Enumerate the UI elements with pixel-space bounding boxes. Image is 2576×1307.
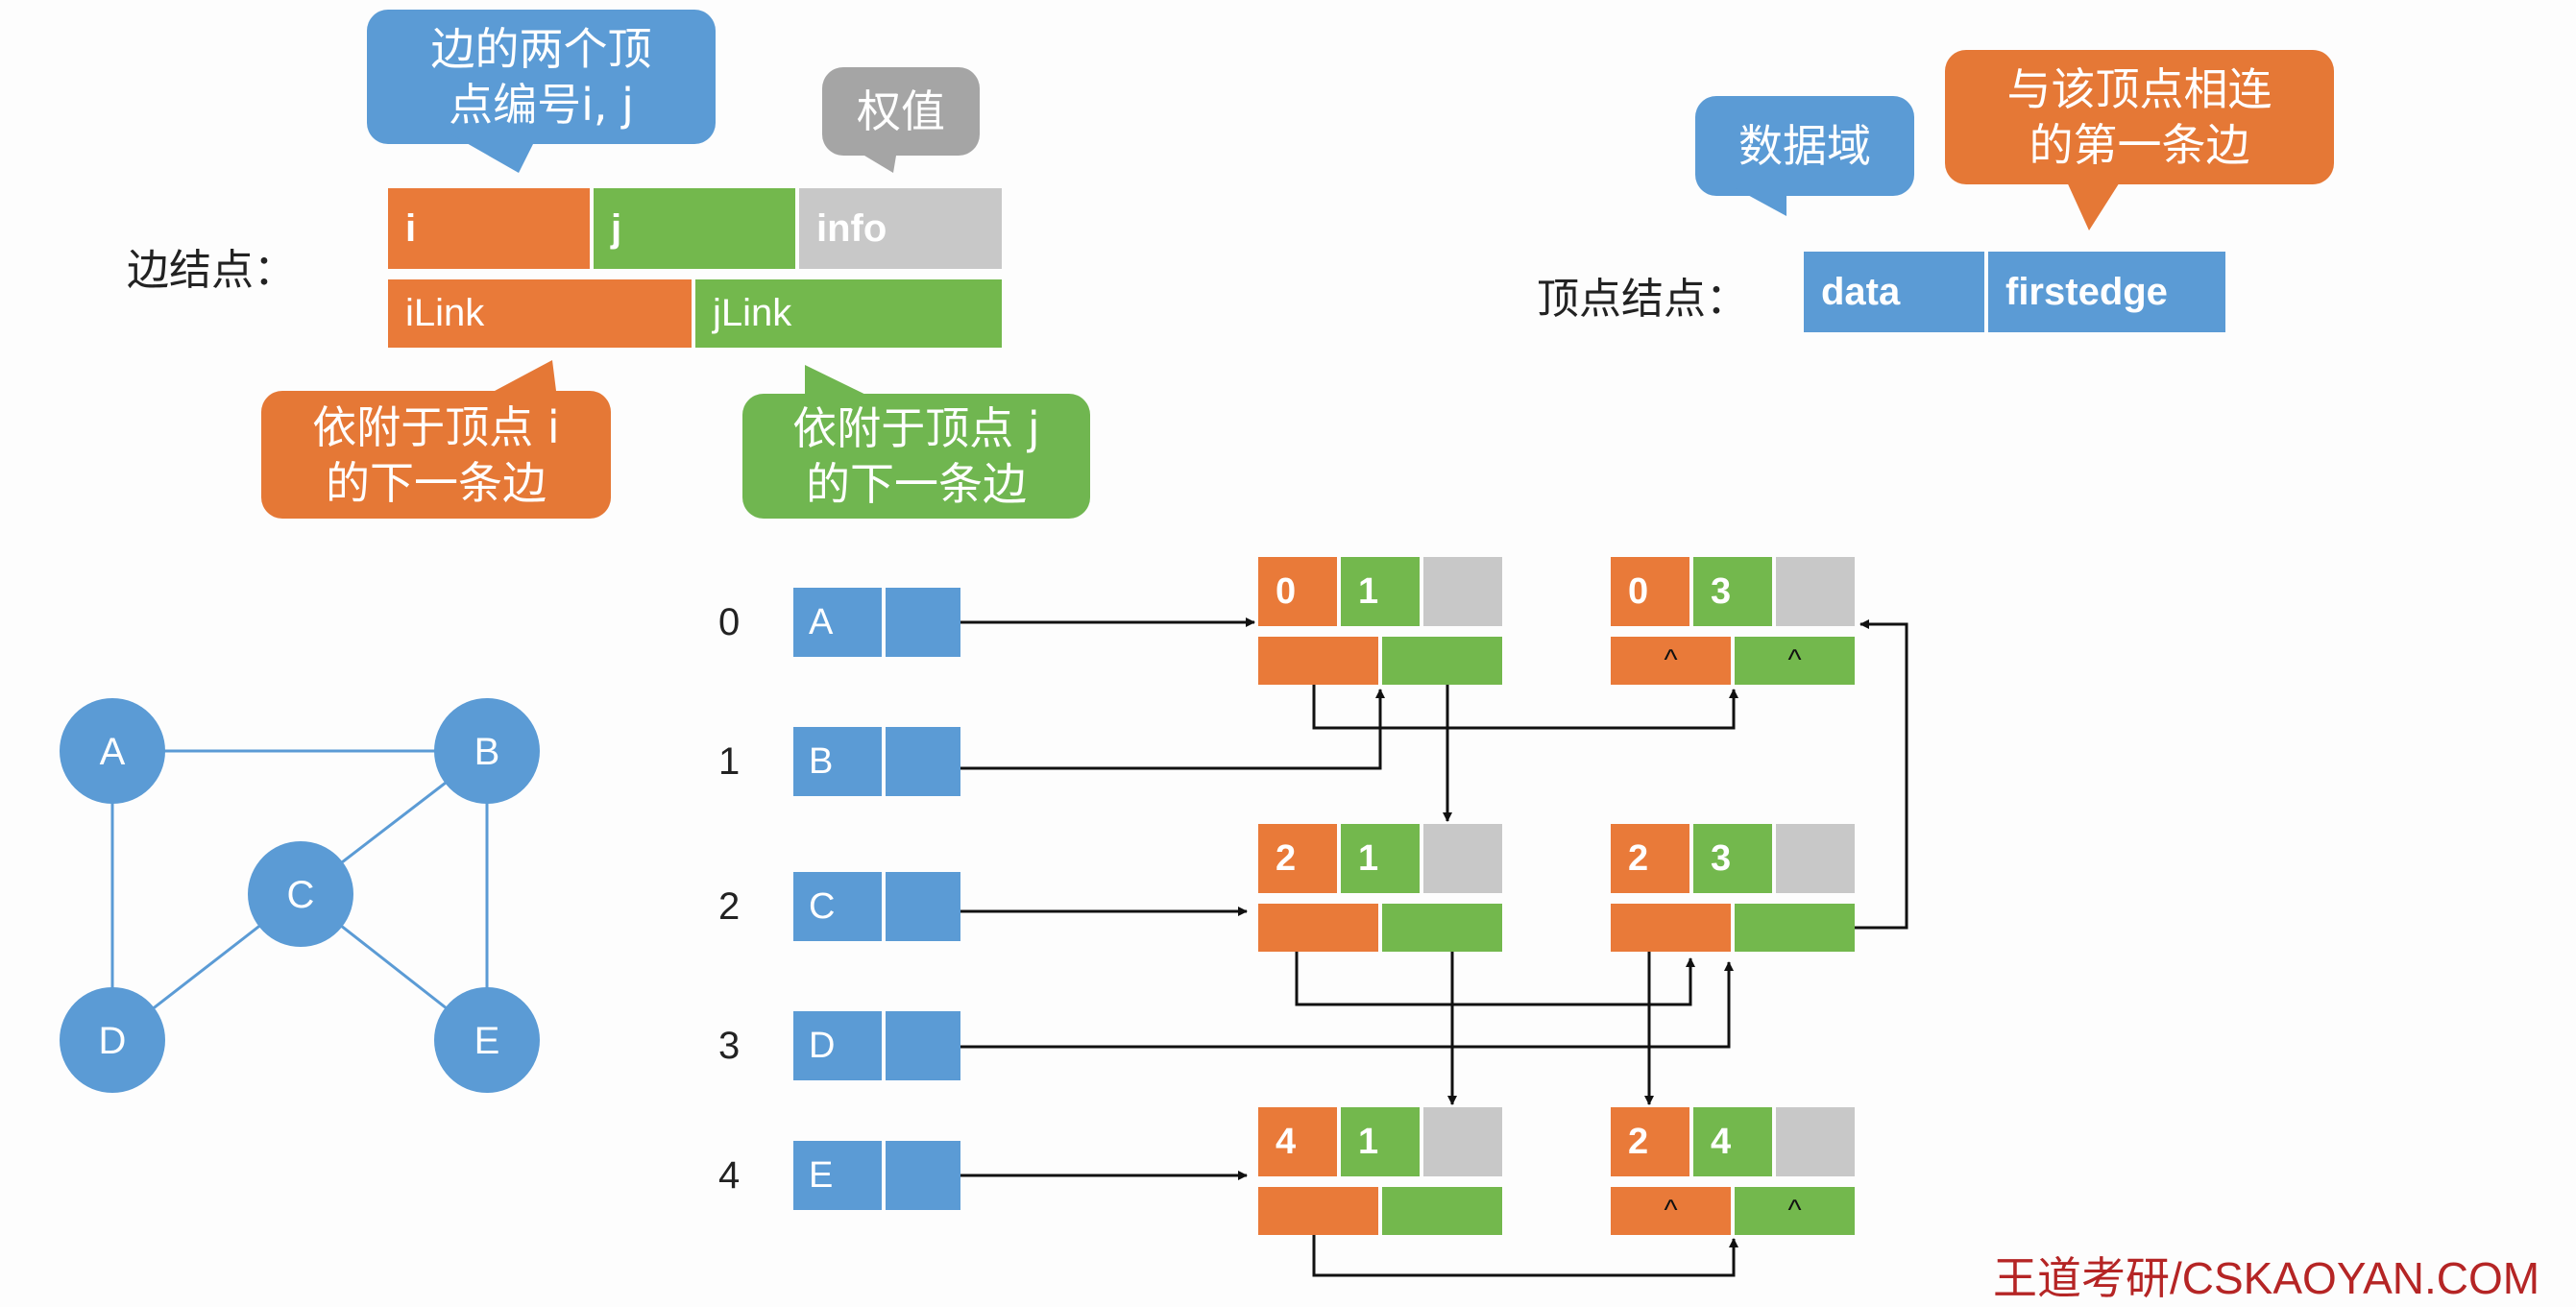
edge-i-cell: 4 [1258, 1107, 1337, 1176]
vertex-data-cell: A [793, 588, 882, 657]
graph-vertex-E: E [434, 987, 540, 1093]
pointer-01-ilink [1312, 682, 1738, 730]
vertex-index: 1 [718, 740, 741, 783]
edge-info-cell [1423, 1107, 1502, 1176]
vertex-index: 4 [718, 1154, 741, 1197]
field-firstedge: firstedge [1988, 252, 2225, 332]
edge-ilink-cell [1258, 904, 1378, 952]
callout-jlink: 依附于顶点 j 的下一条边 [742, 394, 1090, 519]
vertex-data-cell: D [793, 1011, 882, 1080]
edge-ilink-cell [1611, 904, 1731, 952]
vertex-firstedge-cell [886, 1141, 960, 1210]
edge-j-cell: 4 [1693, 1107, 1772, 1176]
pointer-21-ilink [1295, 933, 1695, 1006]
watermark: 王道考研/CSKAOYAN.COM [1993, 1253, 2540, 1303]
pointer-B-first [945, 689, 1385, 770]
edge-i-cell: 0 [1258, 557, 1337, 626]
vertex-firstedge-cell [886, 872, 960, 941]
edge-info-cell [1423, 824, 1502, 893]
callout-data-field: 数据域 [1695, 96, 1914, 196]
vertex-data-cell: E [793, 1141, 882, 1210]
field-ilink: iLink [388, 279, 692, 348]
edge-i-cell: 2 [1611, 1107, 1689, 1176]
edge-j-cell: 1 [1341, 557, 1420, 626]
pointer-41-ilink [1312, 1218, 1738, 1277]
tail-jlink [805, 365, 884, 403]
edge-jlink-cell [1382, 904, 1502, 952]
edge-ilink-cell: ^ [1611, 1187, 1731, 1235]
edge-jlink-cell: ^ [1735, 637, 1855, 685]
field-jlink: jLink [695, 279, 1002, 348]
edge-info-cell [1423, 557, 1502, 626]
callout-weight: 权值 [822, 67, 980, 156]
edge-info-cell [1776, 824, 1855, 893]
graph-vertex-B: B [434, 698, 540, 804]
vertex-data-cell: C [793, 872, 882, 941]
edge-ilink-cell [1258, 637, 1378, 685]
field-data: data [1804, 252, 1984, 332]
edge-jlink-cell [1382, 637, 1502, 685]
svg-text:C: C [287, 874, 315, 916]
svg-text:B: B [474, 731, 500, 773]
tail-data [1734, 187, 1786, 216]
graph-vertex-A: A [60, 698, 165, 804]
edge-jlink-cell [1735, 904, 1855, 952]
tail-firstedge [2065, 178, 2123, 230]
tail-ilink [480, 360, 557, 399]
edge-j-cell: 3 [1693, 557, 1772, 626]
tail-ij [451, 134, 538, 173]
vertex-firstedge-cell [886, 588, 960, 657]
edge-j-cell: 1 [1341, 1107, 1420, 1176]
svg-text:A: A [100, 731, 126, 773]
svg-text:D: D [99, 1020, 127, 1062]
edge-j-cell: 3 [1693, 824, 1772, 893]
callout-ilink: 依附于顶点 i 的下一条边 [261, 391, 611, 519]
edge-info-cell [1776, 557, 1855, 626]
graph-vertex-D: D [60, 987, 165, 1093]
edge-i-cell: 0 [1611, 557, 1689, 626]
pointer-D-first [945, 961, 1734, 1049]
edge-info-cell [1776, 1107, 1855, 1176]
vertex-node-label: 顶点结点： [1537, 275, 1748, 324]
edge-ilink-cell: ^ [1611, 637, 1731, 685]
vertex-firstedge-cell [886, 1011, 960, 1080]
edge-i-cell: 2 [1611, 824, 1689, 893]
graph-vertex-C: C [248, 841, 353, 947]
edge-ilink-cell [1258, 1187, 1378, 1235]
field-i: i [388, 188, 590, 269]
vertex-index: 0 [718, 601, 741, 643]
callout-vertex-indices: 边的两个顶 点编号i, j [367, 10, 716, 144]
edge-jlink-cell [1382, 1187, 1502, 1235]
vertex-firstedge-cell [886, 727, 960, 796]
tail-info [845, 144, 898, 173]
vertex-index: 2 [718, 885, 741, 928]
edge-j-cell: 1 [1341, 824, 1420, 893]
edge-i-cell: 2 [1258, 824, 1337, 893]
edge-jlink-cell: ^ [1735, 1187, 1855, 1235]
field-info: info [799, 188, 1002, 269]
field-j: j [594, 188, 795, 269]
svg-text:E: E [474, 1020, 500, 1062]
edge-node-label: 边结点： [127, 246, 296, 295]
vertex-data-cell: B [793, 727, 882, 796]
vertex-index: 3 [718, 1025, 741, 1067]
callout-firstedge: 与该顶点相连 的第一条边 [1945, 50, 2334, 184]
